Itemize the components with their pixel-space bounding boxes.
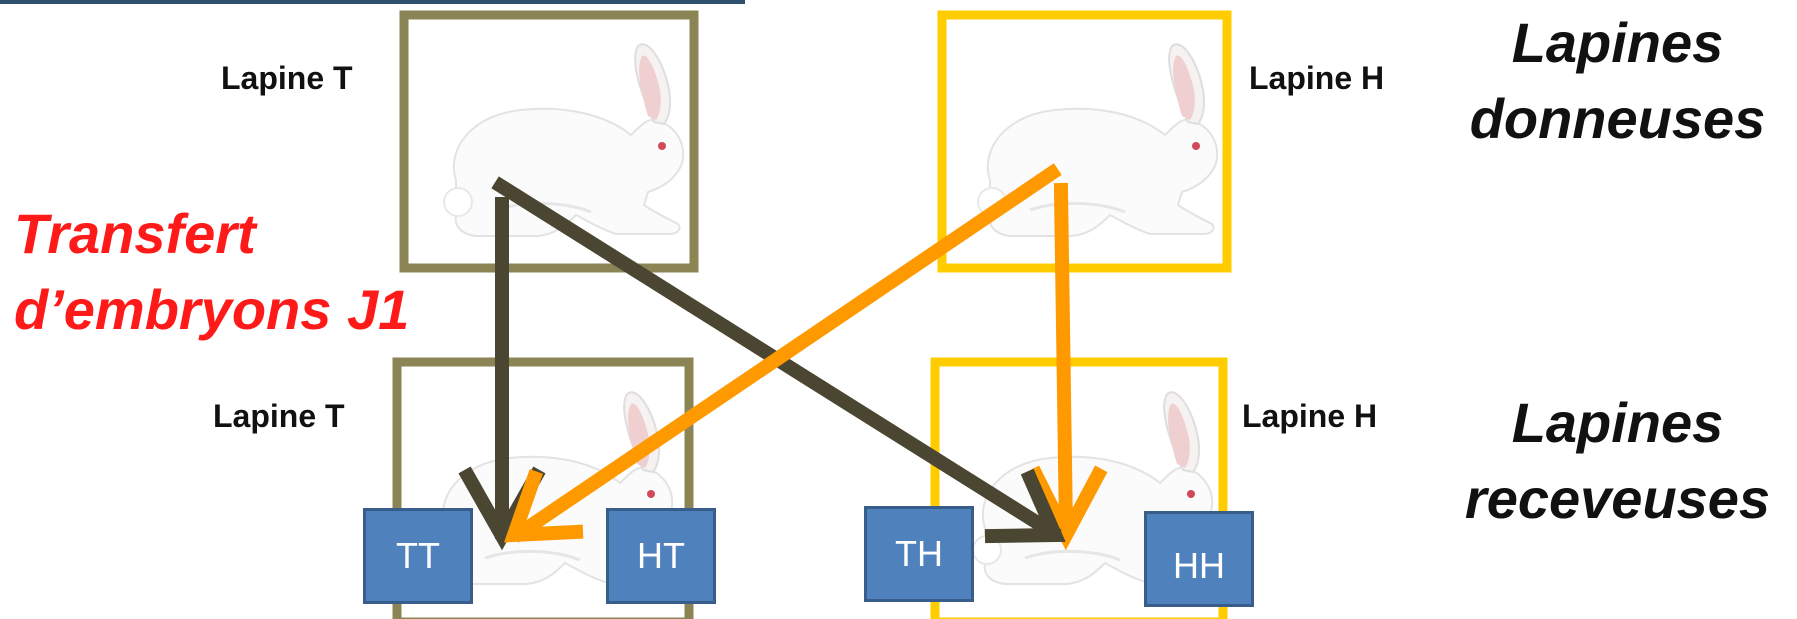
donor-t-box [399, 10, 699, 273]
donor-h-box [937, 10, 1232, 273]
donors-heading-line1: Lapines [1511, 11, 1724, 74]
tag-tt: TT [363, 508, 473, 604]
arrow-h-to-h [1026, 182, 1108, 551]
arrow-h-to-t [503, 163, 1062, 543]
recipients-heading: Lapines receveuses [1440, 385, 1795, 536]
recipient-t-label: Lapine T [213, 398, 345, 434]
tag-th: TH [864, 506, 974, 602]
donors-heading: Lapines donneuses [1440, 5, 1795, 156]
transfer-caption: Transfert d’embryons J1 [14, 196, 409, 347]
header-rule [0, 0, 745, 4]
donor-t-label: Lapine T [221, 60, 353, 96]
tag-hh: HH [1144, 511, 1254, 607]
tag-ht: HT [606, 508, 716, 604]
donors-heading-line2: donneuses [1469, 86, 1766, 150]
donor-h-label: Lapine H [1249, 60, 1385, 96]
recipient-h-label: Lapine H [1242, 398, 1378, 434]
recipients-heading-line1: Lapines [1511, 391, 1724, 454]
recipients-heading-line2: receveuses [1464, 466, 1771, 530]
transfer-caption-line1: Transfert [14, 202, 256, 265]
transfer-caption-line2: d’embryons J1 [14, 277, 410, 341]
